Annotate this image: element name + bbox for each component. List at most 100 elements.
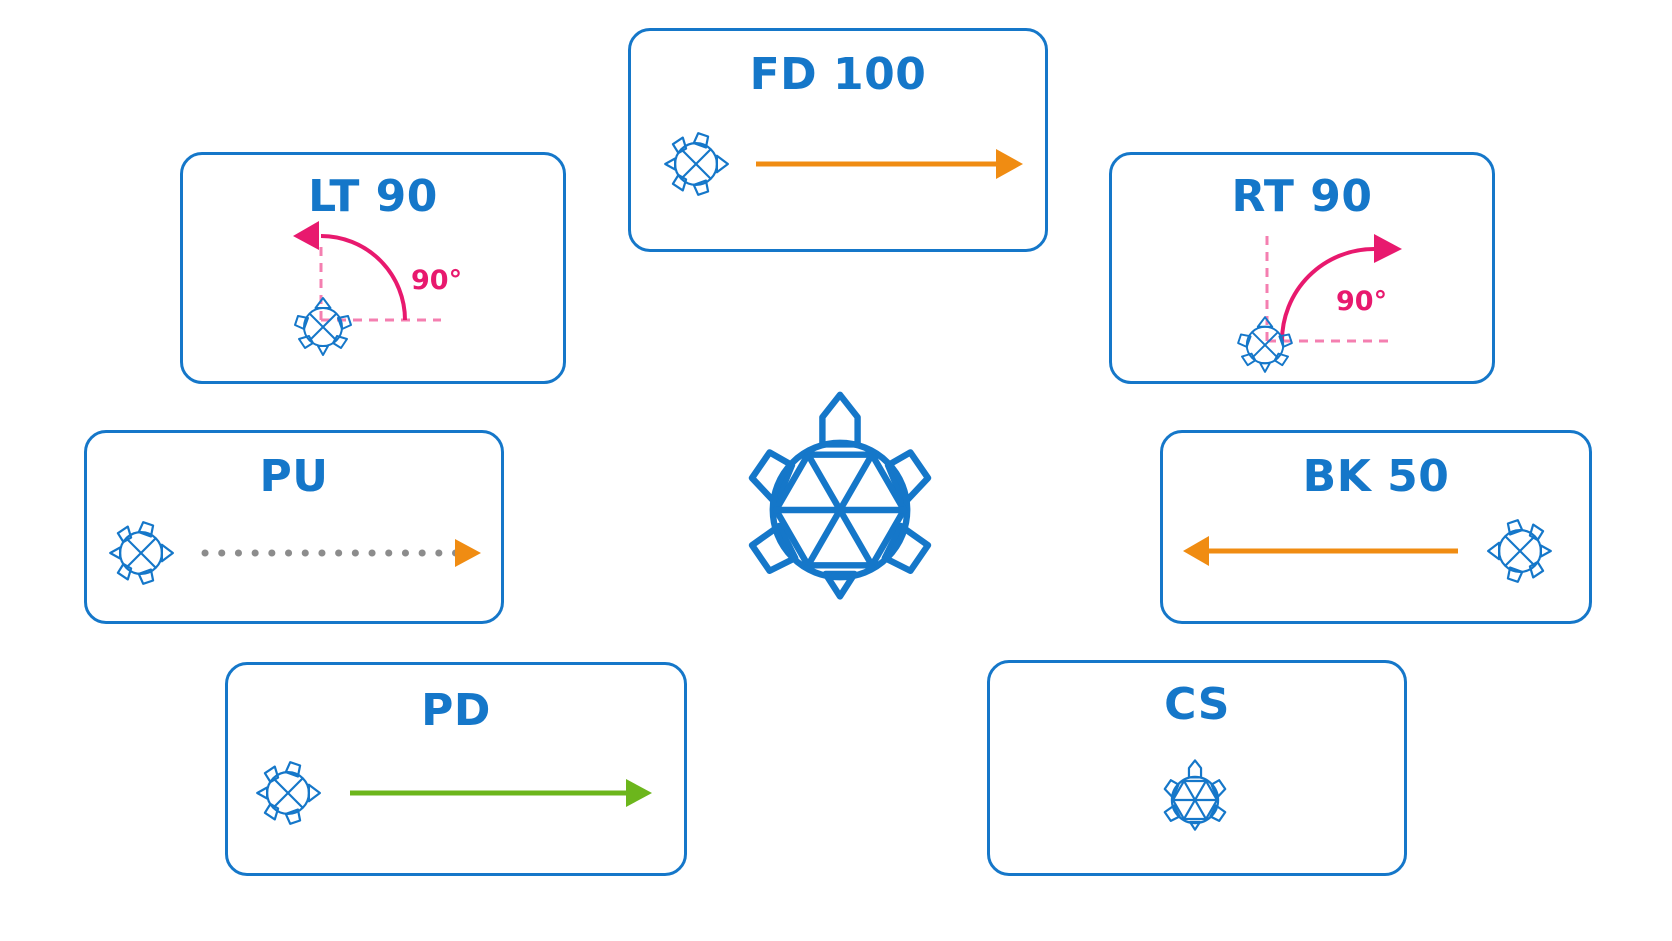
pen-down-arrow-head: [626, 779, 652, 807]
shell-line: [1251, 331, 1279, 359]
shell-line: [272, 777, 304, 809]
turtle-front-right-leg: [337, 315, 352, 330]
shell-line: [805, 452, 875, 568]
command-label-pu: PU: [259, 451, 329, 502]
turtle-back-right-leg: [671, 173, 688, 192]
turtle-back-left-leg: [1240, 352, 1257, 367]
command-card-fd: FD 100: [628, 28, 1048, 252]
turtle-shell: [769, 439, 911, 581]
turtle-head: [314, 297, 332, 309]
command-card-pd: PD: [225, 662, 687, 876]
turtle-icon: [1237, 316, 1293, 373]
turtle-shell: [265, 770, 311, 816]
turtle-tail: [664, 157, 677, 171]
turtle-back-right-leg: [1528, 523, 1545, 542]
pu-diagram: [109, 521, 481, 585]
turtle-tail: [109, 546, 122, 560]
turtle-front-left-leg: [692, 132, 710, 149]
shell-line: [1504, 535, 1536, 567]
command-card-bk: BK 50: [1160, 430, 1592, 624]
turtle-icon: [1486, 519, 1552, 583]
turtle-front-right-leg: [884, 449, 932, 507]
turtle-icon: [664, 132, 730, 196]
turtle-back-right-leg: [116, 562, 133, 581]
turtle-front-left-leg: [1237, 333, 1252, 348]
turtle-head: [307, 783, 322, 803]
command-label-lt: LT 90: [308, 171, 438, 222]
shell-line: [125, 537, 157, 569]
turtle-back-right-leg: [332, 335, 348, 349]
turtle-back-right-leg: [881, 522, 932, 575]
angle-label-rt: 90°: [1336, 286, 1387, 317]
turtle-tail: [1539, 544, 1552, 558]
turtle-back-left-leg: [116, 525, 133, 544]
turtle-front-left-leg: [748, 449, 796, 507]
fd-diagram: [664, 132, 1023, 196]
turtle-front-left-leg: [294, 315, 309, 330]
turtle-icon: [109, 521, 175, 585]
turtle-back-right-leg: [1209, 804, 1227, 823]
turn-arrow-head: [1374, 234, 1402, 263]
turtle-back-left-leg: [263, 765, 280, 784]
turtle-front-right-leg: [1506, 519, 1524, 536]
command-card-lt: LT 90 90°: [180, 152, 566, 384]
turtle-shell: [303, 307, 343, 347]
turtle-front-left-leg: [284, 761, 302, 778]
bk-diagram: [1183, 519, 1552, 583]
forward-arrow-head: [996, 149, 1023, 179]
turtle-front-right-leg: [137, 568, 155, 585]
turtle-front-left-leg: [1506, 566, 1524, 583]
turtle-front-right-leg: [284, 808, 302, 825]
turtle-front-right-leg: [1210, 779, 1227, 799]
turtle-head: [1256, 316, 1274, 328]
command-card-cs: CS: [987, 660, 1407, 876]
turtle-icon: [256, 761, 322, 825]
pd-diagram: [256, 761, 652, 825]
turtle-back-left-leg: [1163, 804, 1181, 823]
shell-line: [805, 452, 875, 568]
turtle-head: [160, 543, 175, 563]
turtle-tail: [256, 786, 269, 800]
lt-diagram: 90°: [293, 221, 462, 356]
cs-diagram: [1163, 759, 1227, 831]
shell-line: [308, 312, 338, 342]
turtle-shell: [118, 530, 164, 576]
turtle-front-left-leg: [137, 521, 155, 538]
turn-arc: [1280, 247, 1375, 342]
command-card-pu: PU: [84, 430, 504, 624]
command-label-bk: BK 50: [1302, 451, 1450, 502]
turtle-head: [715, 154, 730, 174]
turtle-head: [1486, 541, 1501, 561]
command-label-cs: CS: [1164, 679, 1230, 730]
turtle-shell: [1497, 528, 1543, 574]
turtle-icon: [1163, 759, 1227, 831]
turtle-tail: [317, 345, 329, 356]
command-label-rt: RT 90: [1231, 171, 1373, 222]
turtle-back-right-leg: [1273, 352, 1290, 367]
shell-hexagon: [772, 451, 908, 569]
command-label-fd: FD 100: [749, 49, 927, 100]
turtle-back-left-leg: [1528, 560, 1545, 579]
large-turtle-shape: [748, 391, 932, 600]
shell-line: [1183, 780, 1207, 820]
turn-arc: [320, 234, 407, 321]
turtle-head: [819, 391, 861, 448]
turtle-back-left-leg: [671, 136, 688, 155]
turtle-front-left-leg: [1163, 779, 1180, 799]
turtle-back-right-leg: [263, 802, 280, 821]
turtle-head: [1187, 759, 1203, 779]
turtle-front-right-leg: [692, 179, 710, 196]
turtle-tail: [1259, 362, 1271, 373]
turtle-back-left-leg: [298, 335, 314, 349]
shell-line: [680, 148, 712, 180]
angle-label-lt: 90°: [411, 265, 462, 296]
turtle-front-right-leg: [1278, 333, 1293, 348]
command-card-rt: RT 90 90°: [1109, 152, 1495, 384]
turtle-icon: [294, 297, 352, 356]
turtle-tail: [822, 570, 858, 600]
turtle-shell: [673, 141, 719, 187]
turn-arrow-head: [293, 221, 319, 250]
command-label-pd: PD: [421, 685, 491, 736]
turtle-back-left-leg: [748, 522, 799, 575]
forward-arrow-head: [455, 539, 481, 567]
